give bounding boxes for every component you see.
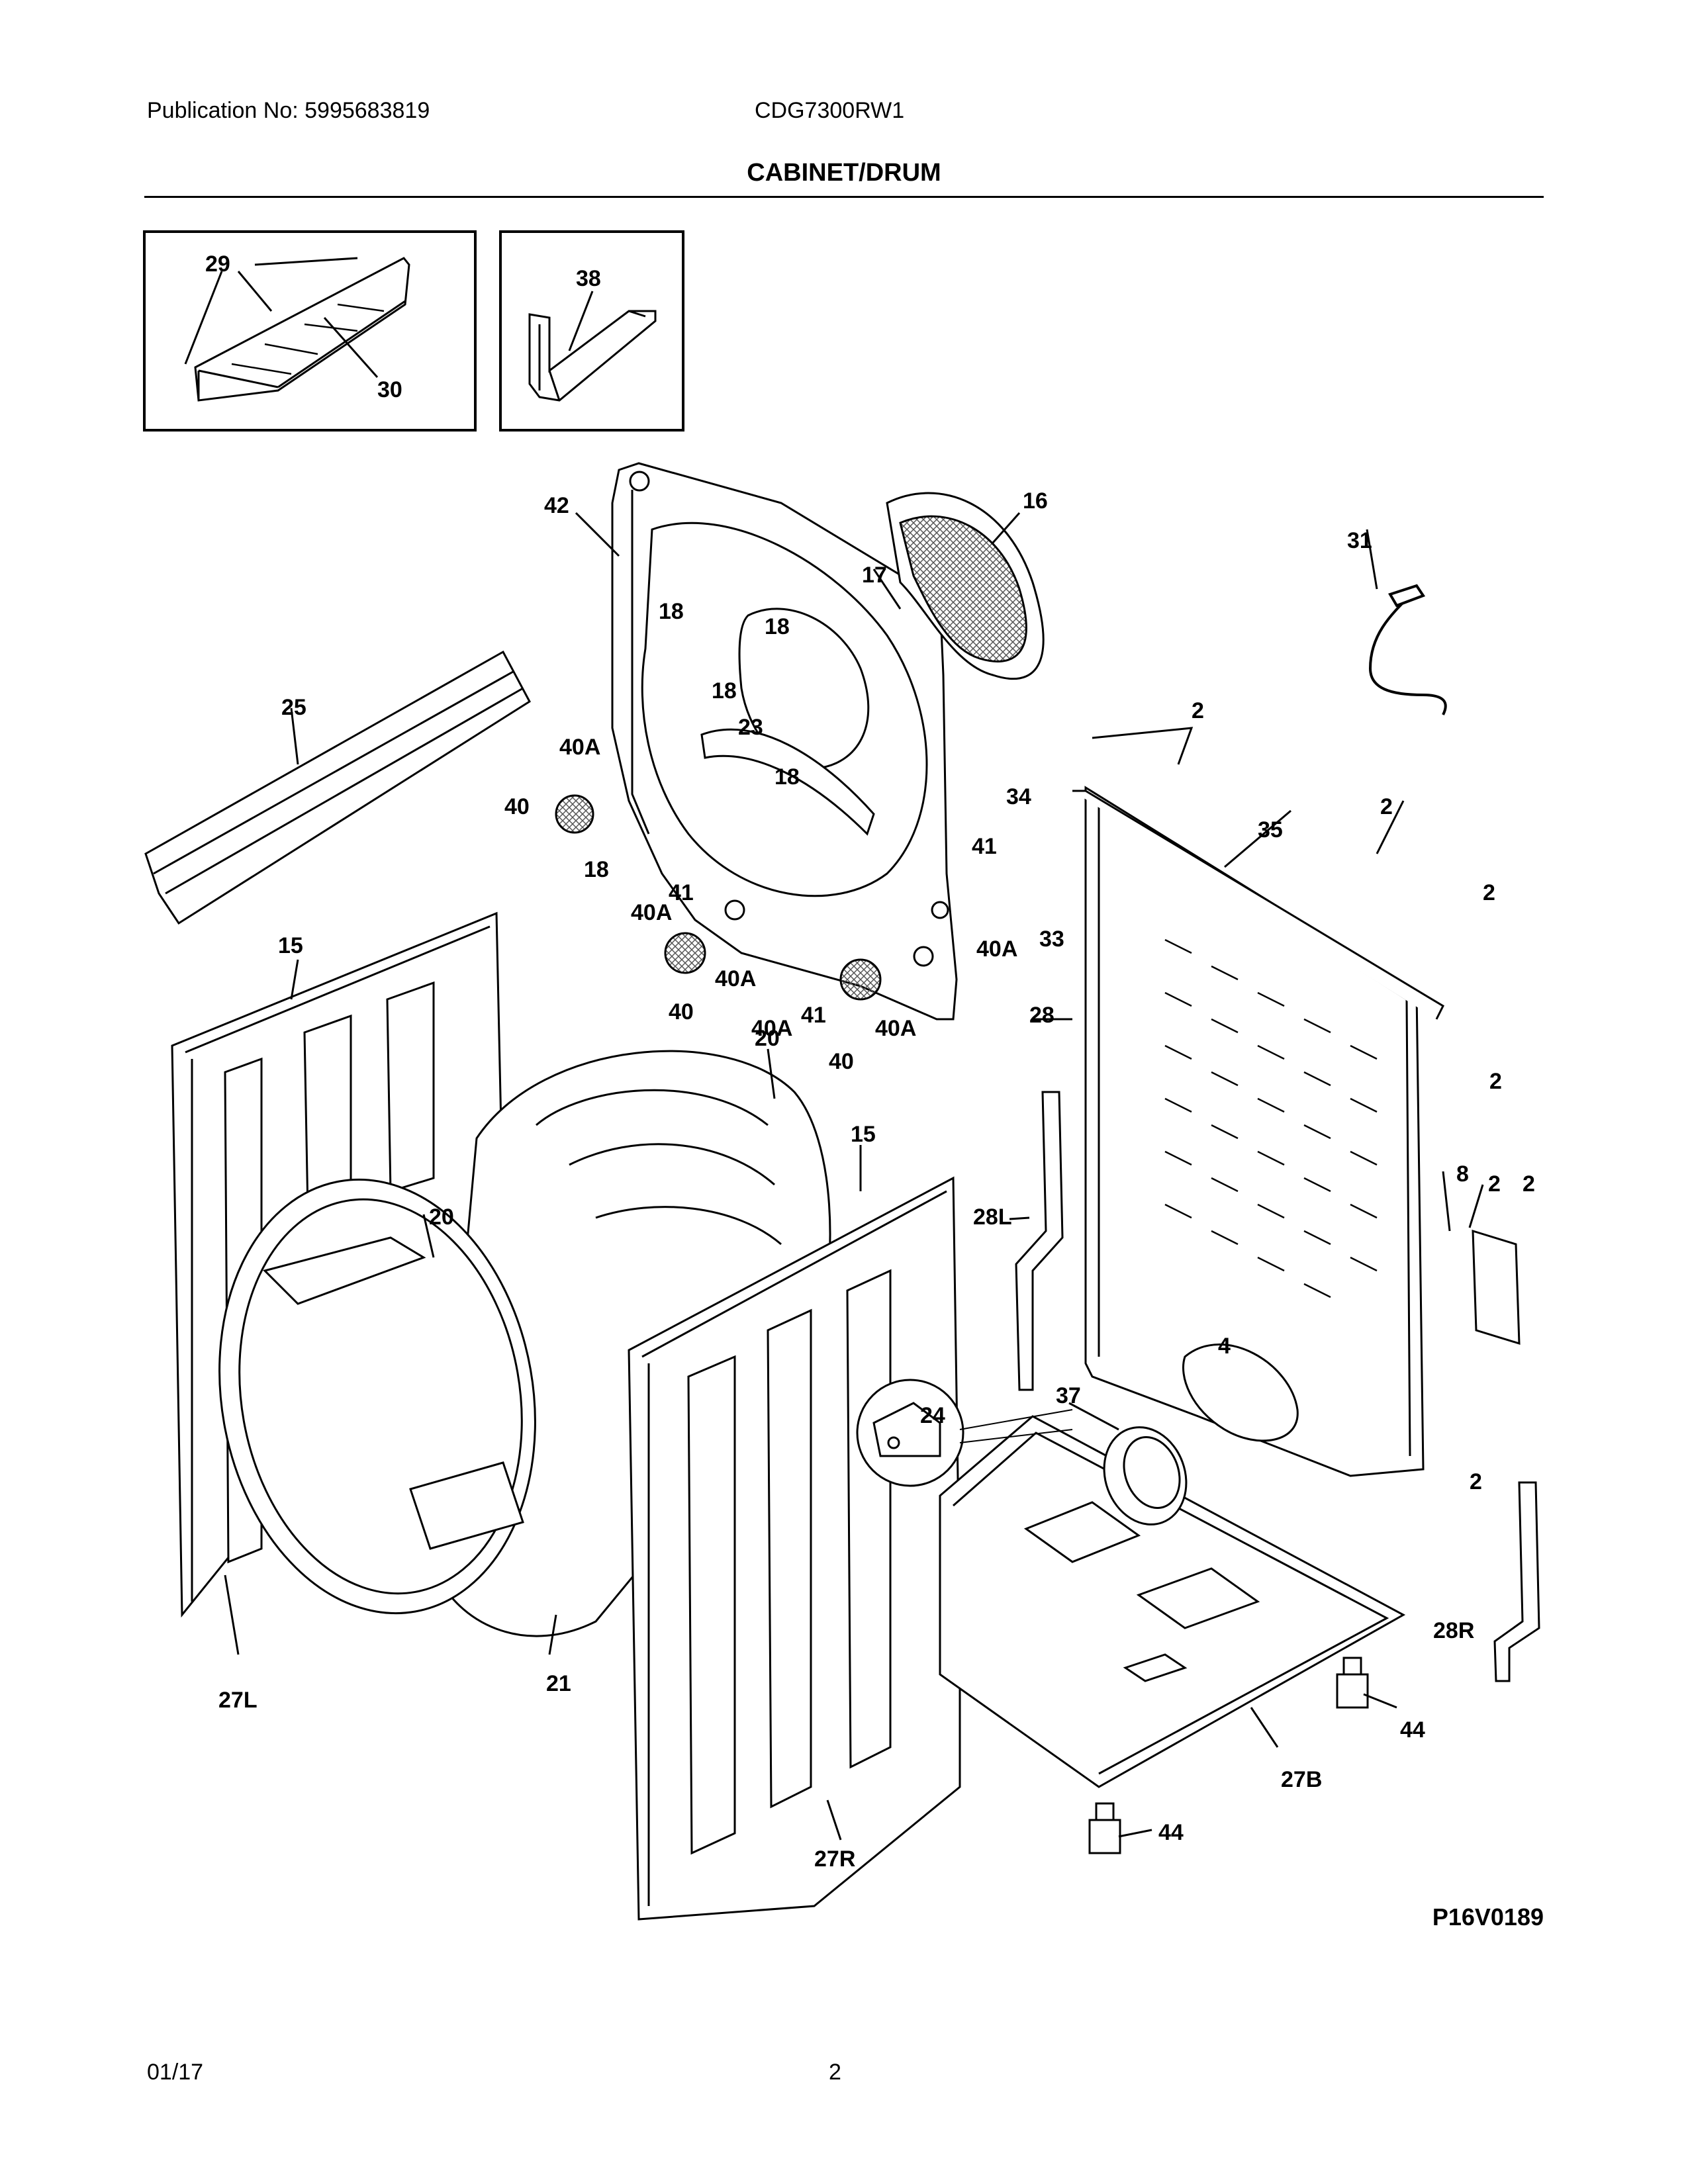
callout: 40A [715,966,756,991]
callout: 40A [751,1016,792,1041]
callout: 2 [1489,1069,1502,1094]
callout: 18 [712,678,737,704]
callout-labels: 29 30 38 42 16 17 18 18 18 18 18 23 25 4… [205,251,1535,1872]
callout: 40 [504,794,530,819]
inset-box-left [143,230,477,432]
inset-box-right [499,230,684,432]
callout: 44 [1400,1717,1425,1743]
leveling-foot-44b [1088,1802,1121,1854]
header-rule [144,196,1544,198]
callout: 42 [544,493,569,518]
callout: 33 [1039,927,1064,952]
model-number: CDG7300RW1 [755,98,905,123]
callout: 2 [1192,698,1204,723]
drum-21 [218,1050,831,1637]
callout: 40A [559,735,600,760]
callout: 41 [972,834,997,859]
bracket-part-38 [528,310,657,402]
callout: 44 [1158,1820,1184,1845]
callout: 18 [584,857,609,882]
rear-bulkhead-42 [611,462,958,1021]
callout: 16 [1023,488,1048,514]
callout: 29 [205,251,230,277]
bracket-28R [1493,1481,1540,1682]
callout: 30 [377,377,402,402]
callout: 40 [829,1049,854,1074]
callout: 38 [576,266,601,291]
callout: 27R [814,1846,855,1872]
callout: 18 [774,764,800,790]
callout: 8 [1456,1161,1469,1187]
page-title: CABINET/DRUM [747,159,941,187]
leveling-foot-44a [1336,1657,1369,1709]
callout: 20 [755,1026,780,1051]
callout: 28L [973,1205,1012,1230]
rear-panel-28 [1072,786,1444,1477]
callout: 40A [875,1016,916,1041]
callout: 21 [546,1671,571,1696]
callout: 15 [851,1122,876,1147]
callout: 4 [1218,1334,1231,1359]
door-switch-24 [856,1379,1073,1487]
callout: 15 [278,933,303,958]
callout: 37 [1056,1383,1081,1408]
callout: 27L [218,1688,258,1713]
figure-code: P16V0189 [1432,1903,1544,1931]
page-number: 2 [829,2060,841,2085]
callout: 24 [920,1403,945,1428]
exhaust-ring-37 [1103,1426,1188,1525]
callout: 35 [1258,817,1283,842]
callout: 41 [669,880,694,905]
callout: 40 [669,999,694,1024]
publication-number: Publication No: 5995683819 [147,98,430,123]
callout: 2 [1470,1469,1482,1494]
callout: 18 [765,614,790,639]
callout: 28R [1433,1618,1474,1643]
leader-lines [184,257,1484,1841]
callout: 2 [1523,1171,1535,1197]
bracket-28L [1015,1091,1064,1391]
blower-housing-16 [886,492,1045,680]
callout: 2 [1380,794,1393,819]
callout: 27B [1281,1767,1322,1792]
callout: 18 [659,599,684,624]
side-panel-27R [628,1176,961,1921]
callout: 41 [801,1003,826,1028]
roller-40-top [555,794,882,1001]
callout: 25 [281,695,306,720]
support-rail-25 [144,650,531,925]
callout: 40A [976,936,1017,962]
footer-date: 01/17 [147,2060,204,2085]
callout: 20 [429,1205,454,1230]
callout: 17 [862,563,887,588]
cover-plate-8 [1472,1229,1521,1345]
callout: 40A [631,900,672,925]
callout: 23 [738,715,763,740]
callout: 2 [1483,880,1495,905]
callout: 28 [1029,1003,1055,1028]
power-cord-31 [1368,584,1447,715]
base-27B [939,1415,1406,1788]
callout: 31 [1347,528,1372,553]
duct-part-30 [194,257,410,402]
callout: 34 [1006,784,1031,809]
callout: 2 [1488,1171,1501,1197]
